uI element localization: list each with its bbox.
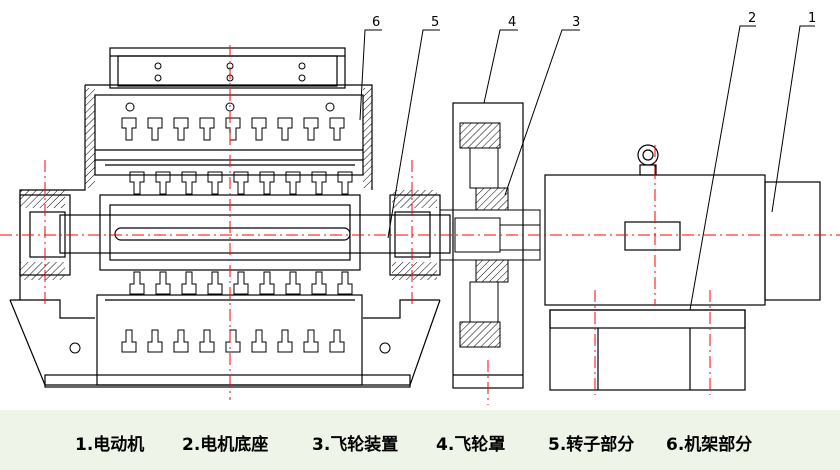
hammer-head: [147, 329, 163, 353]
callout-4: 4: [508, 15, 516, 30]
hammer-head: [251, 329, 267, 353]
legend-item-rotor-part: 5.转子部分: [548, 435, 635, 455]
hammer-head: [225, 117, 241, 141]
hammer-head: [207, 271, 223, 295]
hammer-group: [121, 117, 353, 353]
hammer-head: [251, 117, 267, 141]
hammer-head: [199, 117, 215, 141]
hammer-head: [147, 117, 163, 141]
hammer-head: [129, 171, 145, 195]
crusher-assembly-drawing: 1 2 3 4 5 6: [0, 11, 840, 405]
callout-3: 3: [572, 15, 580, 30]
hammer-head: [311, 171, 327, 195]
callout-6: 6: [372, 15, 380, 30]
hammer-head: [233, 171, 249, 195]
hammer-head: [259, 171, 275, 195]
hammer-head: [225, 329, 241, 353]
hammer-head: [181, 171, 197, 195]
callout-5: 5: [431, 15, 439, 30]
legend-item-flywheel-device: 3.飞轮装置: [312, 435, 399, 455]
hammer-head: [173, 117, 189, 141]
callout-2: 2: [748, 11, 756, 26]
hammer-head: [303, 329, 319, 353]
callout-1: 1: [808, 11, 816, 26]
hammer-head: [285, 271, 301, 295]
hammer-head: [311, 271, 327, 295]
hammer-head: [173, 329, 189, 353]
hammer-head: [129, 271, 145, 295]
hammer-head: [303, 117, 319, 141]
hammer-head: [277, 117, 293, 141]
hammer-head: [155, 271, 171, 295]
legend-item-motor: 1.电动机: [75, 435, 145, 455]
hammer-head: [121, 329, 137, 353]
hammer-head: [329, 117, 345, 141]
hammer-head: [121, 117, 137, 141]
legend-band: 1.电动机 2.电机底座 3.飞轮装置 4.飞轮罩 5.转子部分 6.机架部分: [0, 410, 840, 470]
hammer-head: [155, 171, 171, 195]
hammer-head: [285, 171, 301, 195]
hammer-head: [233, 271, 249, 295]
hammer-head: [337, 271, 353, 295]
hammer-head: [277, 329, 293, 353]
center-lines: [0, 45, 840, 405]
hammer-head: [337, 171, 353, 195]
hammer-head: [199, 329, 215, 353]
hammer-head: [181, 271, 197, 295]
legend-item-frame-part: 6.机架部分: [666, 435, 753, 455]
motor-base: [549, 309, 746, 391]
legend-item-motor-base: 2.电机底座: [182, 435, 269, 455]
hammer-head: [259, 271, 275, 295]
hammer-head: [207, 171, 223, 195]
legend-item-flywheel-guard: 4.飞轮罩: [436, 435, 506, 455]
leader-lines: [359, 25, 815, 311]
hammer-head: [329, 329, 345, 353]
